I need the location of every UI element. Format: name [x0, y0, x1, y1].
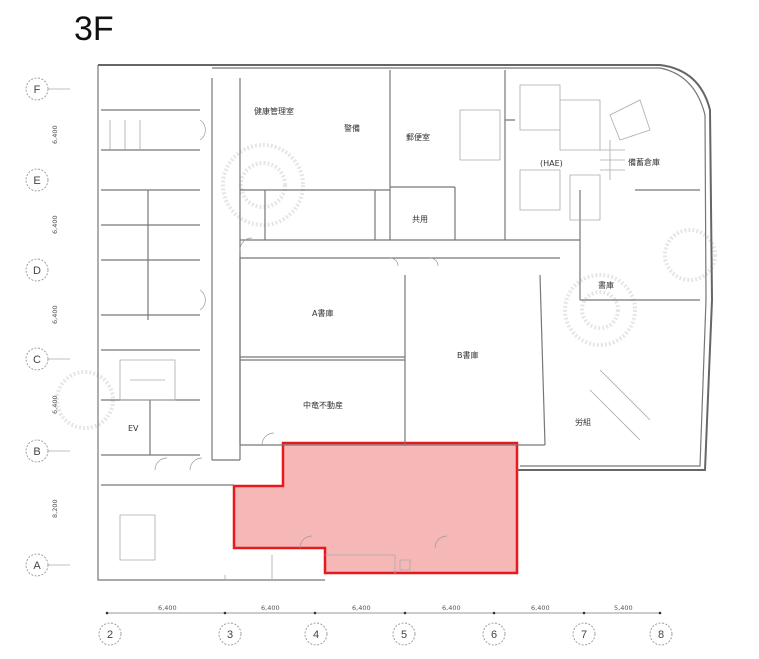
column-marker-6: 6 [482, 622, 506, 646]
row-marker-f: F [25, 77, 70, 101]
column-span: 6,400 [531, 604, 550, 612]
room-archive-a: A書庫 [312, 308, 333, 318]
floor-label: 3F [74, 10, 114, 48]
svg-text:5: 5 [401, 629, 407, 641]
room-archive: 書庫 [598, 280, 614, 290]
row-span: 6,400 [51, 395, 59, 414]
room-health: 健康管理室 [254, 106, 294, 116]
svg-text:F: F [34, 84, 41, 96]
doors [154, 119, 448, 549]
room-stockpile: 備蓄倉庫 [628, 157, 660, 167]
row-span: 6,400 [51, 305, 59, 324]
svg-text:E: E [33, 175, 40, 187]
column-span: 6,400 [261, 604, 280, 612]
row-marker-b: B [25, 439, 70, 463]
building-walls [97, 64, 714, 581]
column-marker-8: 8 [649, 622, 673, 646]
column-marker-2: 2 [98, 622, 122, 646]
row-marker-c: C [25, 347, 70, 371]
column-marker-7: 7 [572, 622, 596, 646]
svg-text:C: C [33, 354, 41, 366]
svg-text:A: A [33, 560, 41, 572]
room-archive-b: B書庫 [457, 350, 479, 360]
highlighted-area[interactable] [232, 441, 519, 575]
room-union: 労組 [575, 417, 591, 427]
room-mail: 郵便室 [406, 132, 430, 142]
column-span: 6,400 [158, 604, 177, 612]
svg-text:2: 2 [107, 629, 113, 641]
column-span: 6,400 [352, 604, 371, 612]
room-ev: EV [128, 424, 139, 433]
svg-text:3: 3 [227, 629, 233, 641]
row-marker-a: A [25, 553, 70, 577]
column-span: 6,400 [442, 604, 461, 612]
row-marker-d: D [25, 258, 49, 282]
column-marker-4: 4 [304, 622, 328, 646]
room-hae: (HAE) [540, 159, 563, 168]
svg-text:6: 6 [491, 629, 497, 641]
row-marker-e: E [25, 168, 49, 192]
column-marker-3: 3 [218, 622, 242, 646]
column-span: 5,400 [614, 604, 633, 612]
room-security: 警備 [344, 123, 360, 133]
room-tenant: 中竜不動産 [303, 400, 343, 410]
row-span: 8,200 [51, 499, 59, 518]
svg-text:B: B [33, 446, 40, 458]
svg-text:4: 4 [313, 629, 319, 641]
column-marker-5: 5 [392, 622, 416, 646]
column-axis: 6,400 6,400 6,400 6,400 6,400 5,400 2 3 … [98, 604, 673, 646]
room-labels: 健康管理室 警備 郵便室 共用 (HAE) 備蓄倉庫 書庫 A書庫 B書庫 中竜… [128, 106, 660, 433]
row-span: 6,400 [51, 215, 59, 234]
room-shared: 共用 [412, 215, 428, 224]
svg-text:7: 7 [581, 629, 587, 641]
svg-text:D: D [33, 265, 41, 277]
svg-text:8: 8 [658, 629, 664, 641]
row-span: 6,400 [51, 125, 59, 144]
row-axis: F E D C B A 6,400 6,400 6,400 6,400 8,20… [25, 77, 70, 577]
